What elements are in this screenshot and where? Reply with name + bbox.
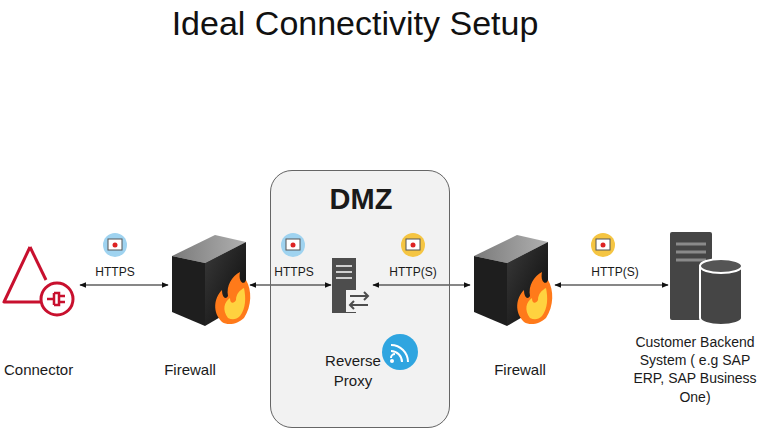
protocol-label: HTTPS <box>274 265 313 279</box>
node-label: Customer Backend System ( e.g SAP ERP, S… <box>625 333 765 406</box>
icon-node: Firewall <box>168 232 250 327</box>
diagram-title: Ideal Connectivity Setup <box>172 4 539 43</box>
protocol-label: HTTPS <box>95 265 134 279</box>
protocol-label: HTTP(S) <box>591 265 638 279</box>
server-icon <box>332 258 372 313</box>
node-label: Firewall <box>164 360 216 380</box>
connector-arrow <box>373 284 470 285</box>
connector-arrow <box>80 284 168 285</box>
protocol-icon <box>103 233 615 257</box>
icon-node: Connector <box>0 240 80 330</box>
proxy-badge <box>382 334 418 370</box>
connector-arrow <box>250 284 331 285</box>
icon-node: Customer Backend System ( e.g SAP ERP, S… <box>668 232 743 322</box>
protocol-label: HTTP(S) <box>389 265 436 279</box>
icon-node: Reverse Proxy <box>331 259 373 316</box>
firewall-icon <box>474 235 552 326</box>
dmz-fill <box>270 170 450 428</box>
connector-arrow <box>555 284 668 285</box>
node-label: Reverse Proxy <box>313 351 393 390</box>
icon-node: Firewall <box>470 232 555 327</box>
zone-title: DMZ <box>330 181 393 219</box>
backend-icon <box>670 232 742 325</box>
firewall-icon <box>172 235 250 326</box>
node-label: Firewall <box>494 360 546 380</box>
node-label: Connector <box>4 360 73 380</box>
zone-box: DMZ Reverse Proxy <box>270 170 450 428</box>
connector-icon <box>4 247 73 315</box>
